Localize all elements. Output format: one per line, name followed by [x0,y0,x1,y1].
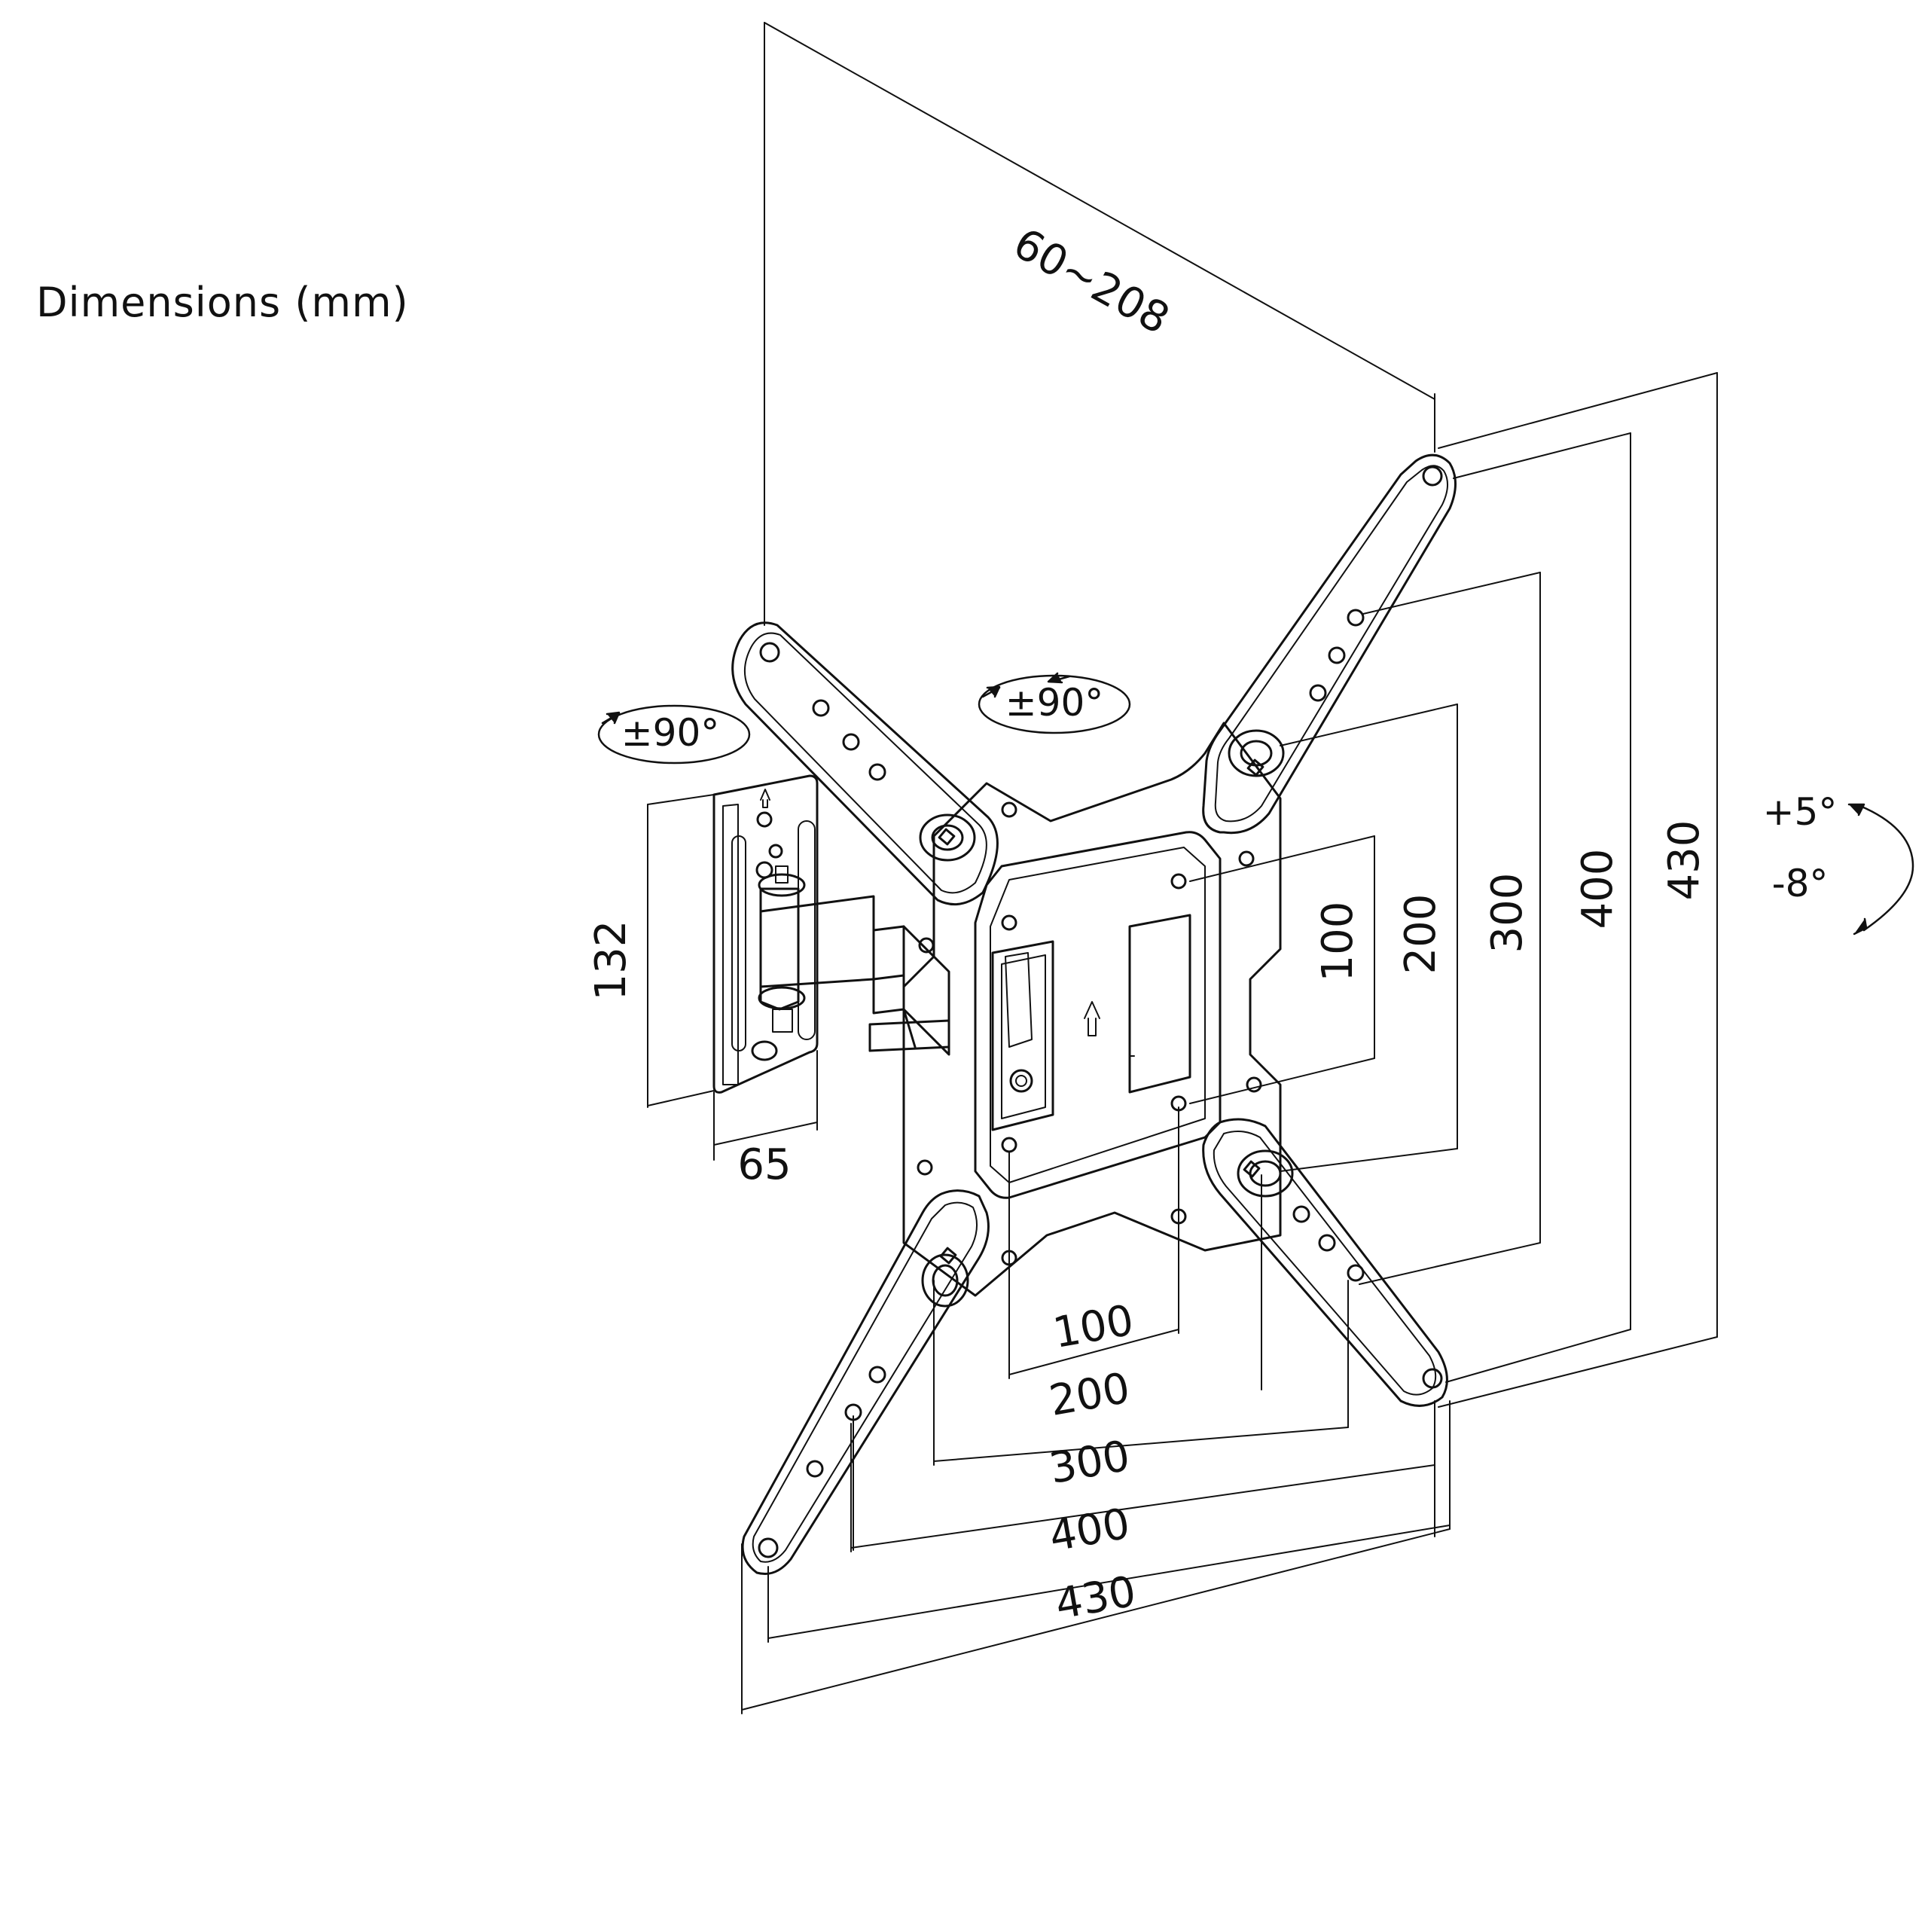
h200-label: 200 [1046,1363,1134,1426]
wall-arm [758,865,950,1056]
wall-plate-height-dimension [647,794,715,1108]
bottom-left-arm [741,1189,990,1575]
horizontal-dimensions [741,1106,1451,1714]
h400-label: 400 [1046,1499,1134,1561]
h100-label: 100 [1050,1296,1138,1358]
h300-label: 300 [1046,1431,1134,1494]
cross-plate [902,722,1282,1297]
top-right-arm [1202,453,1457,835]
top-left-arm [731,621,999,906]
depth-label: 60~208 [1005,219,1177,344]
wall-plate-width-label: 65 [737,1140,791,1189]
tilt-indicator [1847,803,1914,935]
vertical-dimensions [1189,372,1718,1408]
v400-label: 400 [1573,849,1622,929]
tilt-down-label: -8° [1772,862,1829,905]
page-title: Dimensions (mm) [36,279,409,326]
h430-label: 430 [1052,1567,1140,1629]
swivel-head-indicator [978,672,1131,734]
v300-label: 300 [1483,873,1532,954]
wall-plate-width-dimension [713,1050,818,1161]
swivel-wall-label: ±90° [621,711,720,755]
depth-dimension [764,22,1435,626]
bottom-right-arm [1202,1118,1448,1407]
v100-label: 100 [1313,902,1362,982]
wall-plate [712,774,819,1094]
center-bracket [974,831,1222,1199]
wall-plate-height-label: 132 [587,920,636,1001]
swivel-head-label: ±90° [1005,681,1104,725]
v200-label: 200 [1396,894,1445,975]
v430-label: 430 [1660,820,1709,901]
swivel-wall-indicator [597,704,751,765]
tilt-up-label: +5° [1763,790,1838,834]
